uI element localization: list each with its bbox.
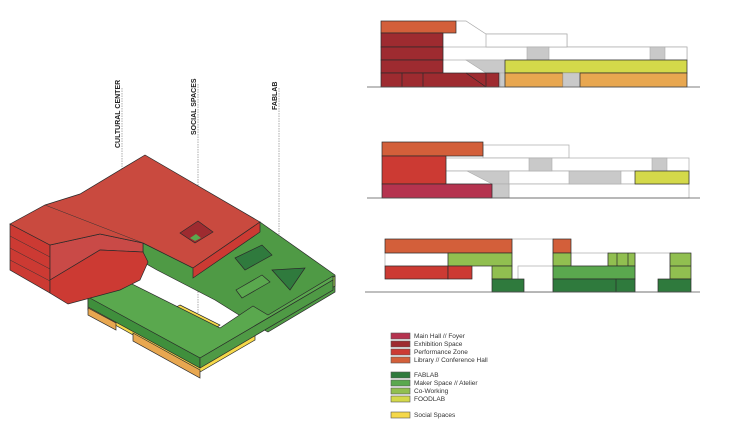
social-base-front [132,332,201,379]
void-grey [562,72,581,88]
axonometric-view: CULTURAL CENTER SOCIAL SPACES FABLAB [9,78,336,379]
exhibition [380,46,444,61]
void-grey [651,157,668,172]
legend-item: Social Spaces [390,411,456,419]
legend-swatch [390,371,411,379]
fablab-bridge [235,274,271,299]
elevation-2 [367,141,700,199]
maker-space-side [199,279,334,369]
fablab-void-2 [271,267,306,291]
exhibition [380,59,444,74]
legend-label: Performance Zone [414,349,468,356]
skylight-green [190,234,201,241]
foodlab [634,170,690,185]
legend-swatch [390,387,411,395]
legend-label: Exhibition Space [414,341,463,348]
legend-swatch [390,356,411,364]
roof-line [44,204,144,244]
legend-swatch [390,411,411,419]
performance-zone [384,265,449,280]
fablab [552,278,636,293]
label-social-spaces: SOCIAL SPACES [191,78,198,135]
legend-label: Co-Working [414,388,449,395]
legend-label: Main Hall // Foyer [414,333,466,340]
library [381,141,484,157]
legend-label: FOODLAB [414,396,445,403]
floor-white [482,144,570,159]
legend-item: Library // Conference Hall [390,356,488,364]
elevation-3 [365,238,700,293]
divider [465,72,487,88]
void-grey [528,157,553,172]
legend-item: Co-Working [390,387,449,395]
floor-line [9,247,51,270]
void-grey [649,46,666,61]
coworking [491,265,513,280]
cultural-center-side [192,221,261,279]
library [380,20,457,34]
floor-line [9,235,51,258]
label-cultural-center: CULTURAL CENTER [115,80,122,148]
floor-white [384,252,449,267]
legend-item: Performance Zone [390,348,468,356]
void-grey [568,170,622,185]
legend-item: Maker Space // Atelier [390,379,478,387]
fablab-void [234,244,273,271]
legend-swatch [390,379,411,387]
floor-white [570,252,609,267]
fablab [491,278,525,293]
library [552,238,572,254]
exhibition [380,32,444,48]
roof-skylight [179,220,214,244]
legend-label: Library // Conference Hall [414,357,488,364]
floor-white [508,183,690,199]
void-grey [464,59,506,74]
elevation-1 [367,20,700,88]
legend-label: Maker Space // Atelier [414,380,478,387]
void-grey [499,72,506,88]
maker-space [552,265,636,280]
void-grey [526,46,550,61]
coworking [447,252,513,267]
legend-label: Social Spaces [414,412,456,419]
cultural-center-front-face [49,249,149,305]
social-base [504,72,564,88]
legend-swatch [390,332,411,340]
floor-line [9,259,51,282]
foodlab [504,59,688,74]
library [384,238,513,254]
coworking [607,252,636,267]
legend-label: FABLAB [414,372,439,379]
legend-item: Main Hall // Foyer [390,332,466,340]
legend-item: FOODLAB [390,395,445,403]
label-fablab: FABLAB [272,82,279,110]
legend-item: FABLAB [390,371,439,379]
legend-item: Exhibition Space [390,340,463,348]
performance-zone [447,265,473,280]
legend-swatch [390,348,411,356]
legend-swatch [390,395,411,403]
legend-swatch [390,340,411,348]
coworking [552,252,572,267]
fablab [657,278,692,293]
main-hall [381,183,493,199]
exhibition [380,72,500,88]
social-base-left [87,307,117,331]
floor-white [485,33,568,48]
void-grey [491,183,510,199]
performance-zone [381,155,447,185]
social-base [579,72,688,88]
